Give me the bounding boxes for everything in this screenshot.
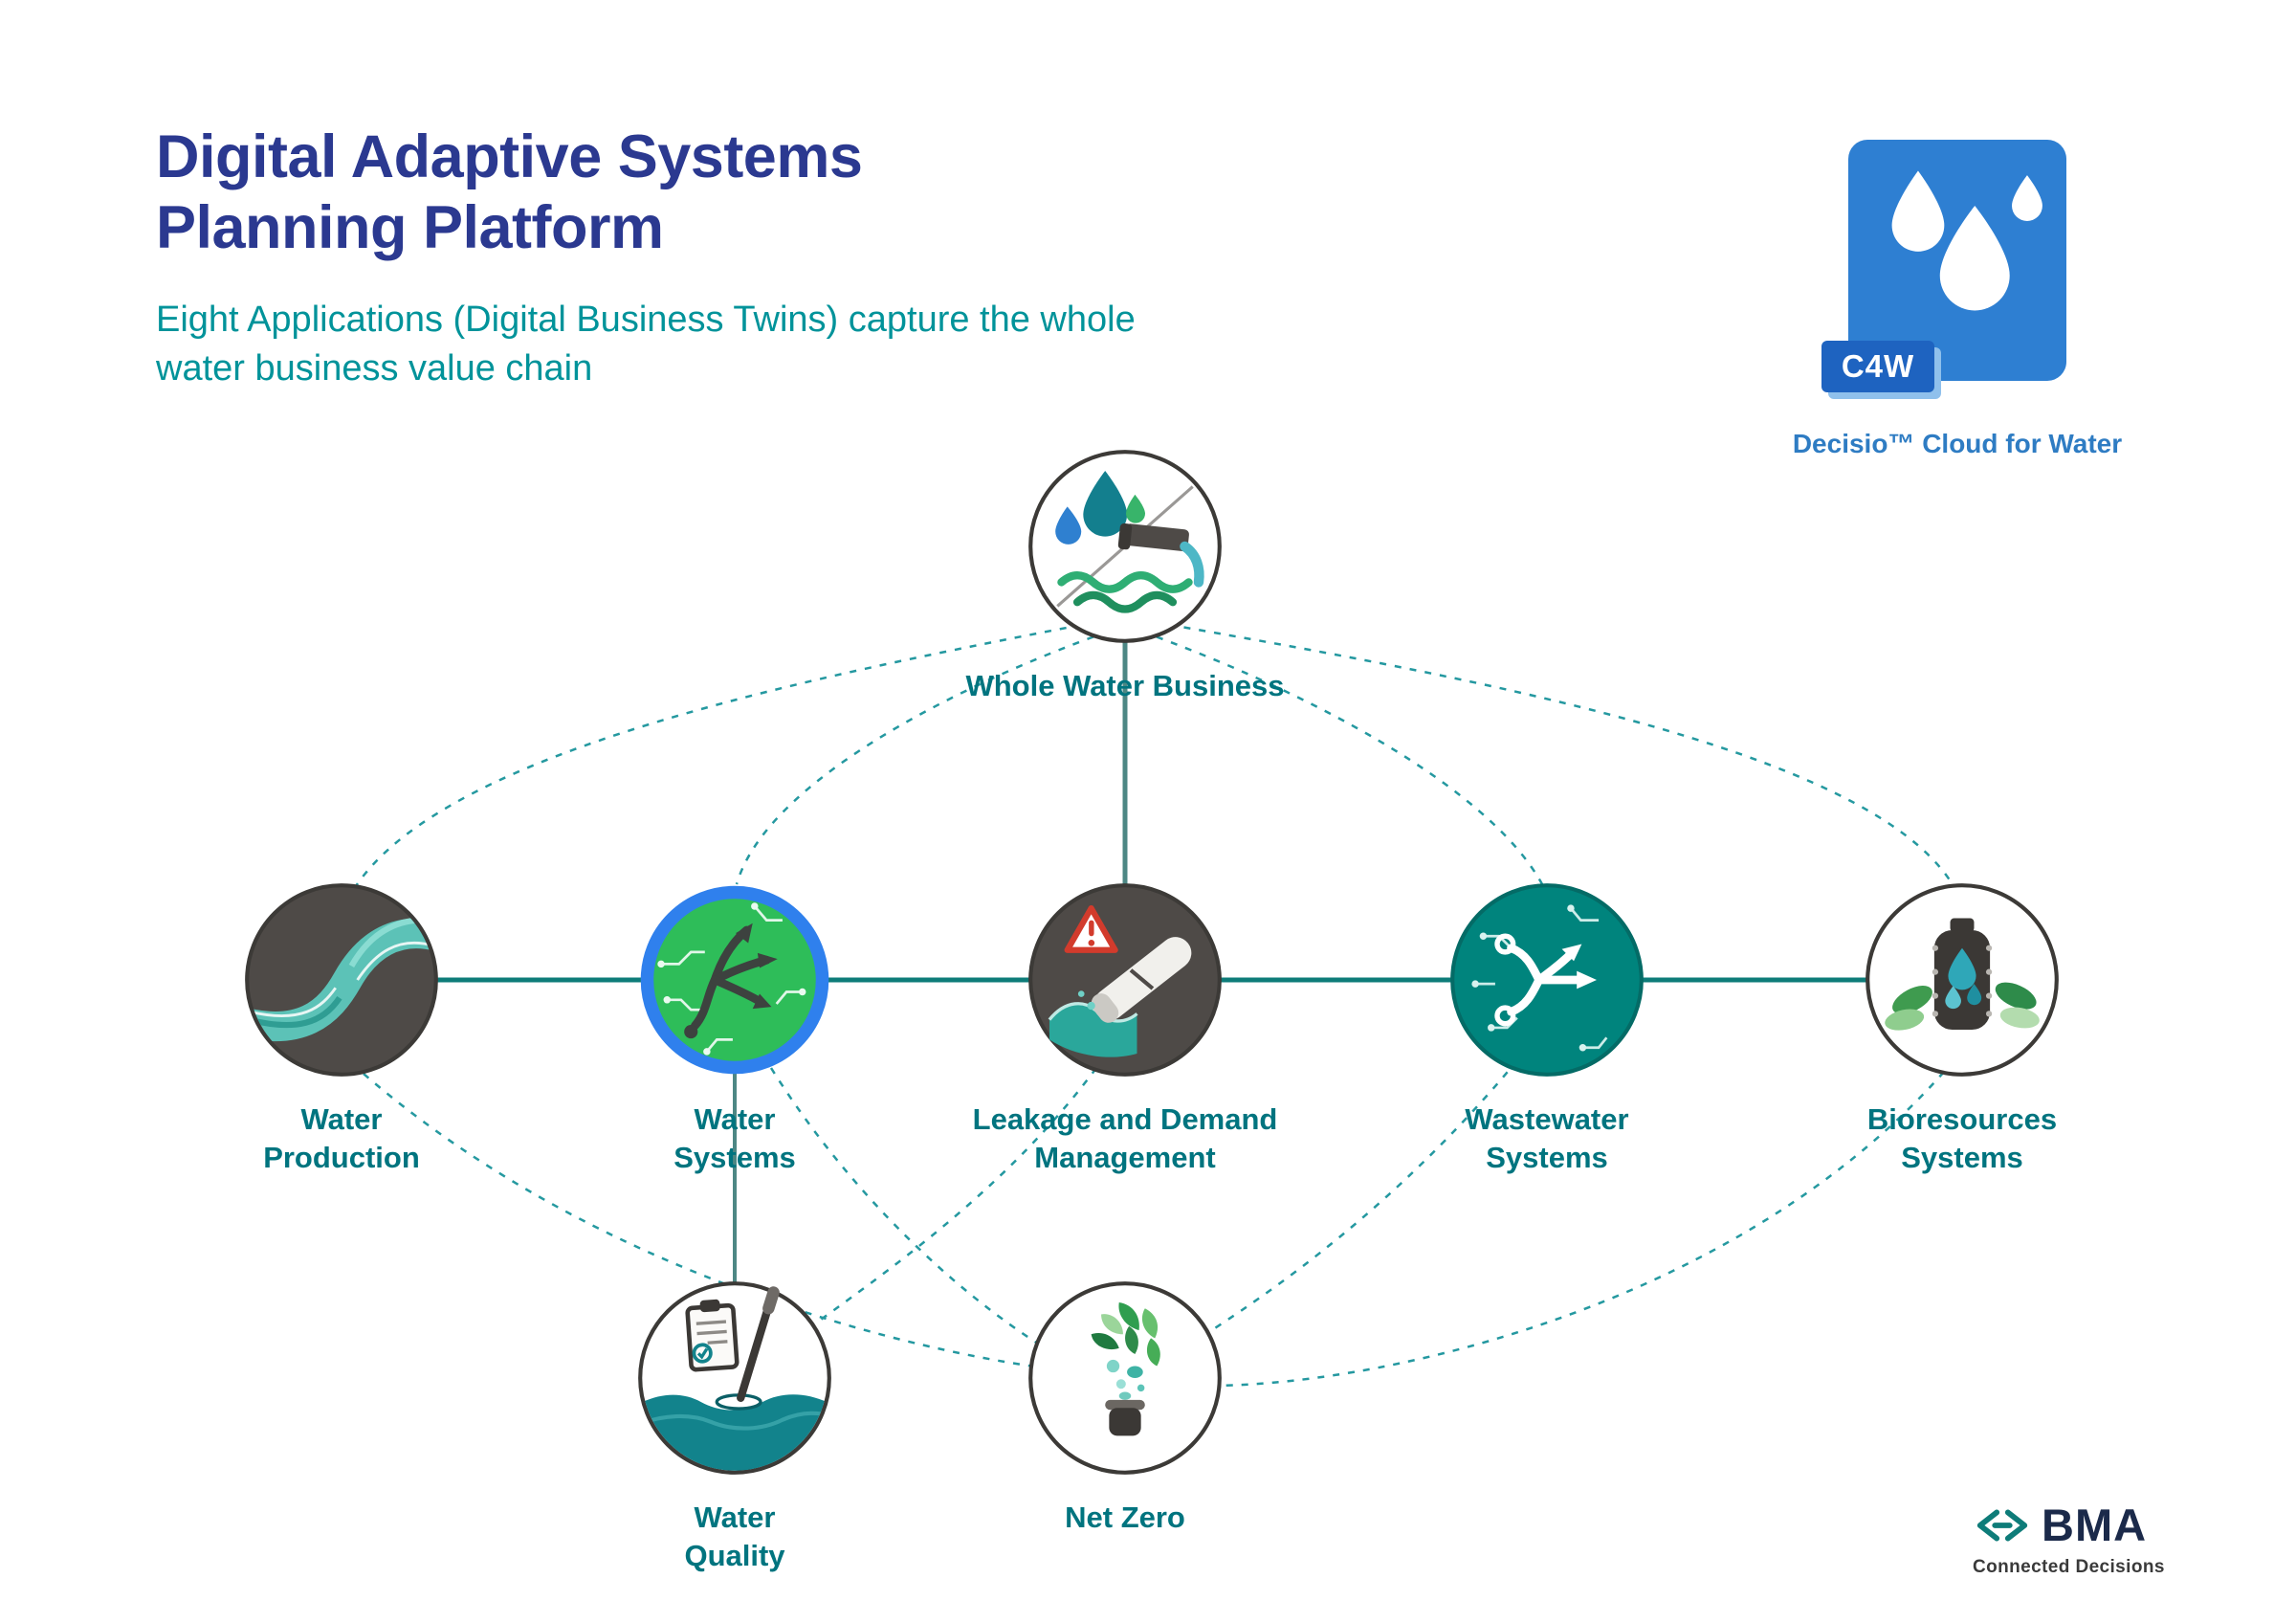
water-drops-icon <box>1891 170 2042 311</box>
node-label: Whole Water Business <box>965 669 1285 702</box>
node-label: Water Production <box>263 1102 420 1174</box>
leakage-demand-icon <box>1026 880 1225 1079</box>
node-label: Leakage and Demand Management <box>972 1102 1278 1174</box>
wastewater-systems-icon <box>1447 880 1646 1079</box>
net-zero-icon <box>1026 1278 1225 1478</box>
node-net-zero: Net Zero <box>953 1278 1297 1537</box>
node-label: Net Zero <box>1065 1501 1185 1534</box>
node-label: Wastewater Systems <box>1465 1102 1629 1174</box>
c4w-badge: C4W <box>1821 341 1934 392</box>
node-bioresources-systems: Bioresources Systems <box>1790 880 2134 1176</box>
node-whole-water-business: Whole Water Business <box>953 447 1297 705</box>
page-title: Digital Adaptive Systems Planning Platfo… <box>156 123 863 261</box>
c4w-logo: C4W <box>1821 140 2066 392</box>
water-systems-icon <box>635 880 834 1079</box>
node-label: Water Quality <box>684 1501 785 1572</box>
bma-icon <box>1976 1509 2028 1541</box>
water-production-icon <box>242 880 441 1079</box>
company-tagline: Connected Decisions <box>1973 1557 2165 1577</box>
node-leakage-and-demand-management: Leakage and Demand Management <box>953 880 1297 1176</box>
page-subtitle: Eight Applications (Digital Business Twi… <box>156 300 1136 389</box>
node-wastewater-systems: Wastewater Systems <box>1375 880 1719 1176</box>
node-water-quality: Water Quality <box>563 1278 907 1574</box>
water-quality-icon <box>635 1278 834 1478</box>
company-name: BMA <box>2042 1500 2148 1550</box>
header: Digital Adaptive Systems Planning Platfo… <box>156 122 1495 392</box>
node-label: Bioresources Systems <box>1866 1102 2058 1174</box>
bma-brand: BMA Connected Decisions <box>1973 1499 2260 1578</box>
whole-water-business-icon <box>1026 447 1225 646</box>
bioresources-systems-icon <box>1863 880 2062 1079</box>
node-label: Water Systems <box>673 1102 796 1174</box>
node-water-production: Water Production <box>169 880 514 1176</box>
product-name: Decisio™ Cloud for Water <box>1792 429 2123 458</box>
node-water-systems: Water Systems <box>563 880 907 1176</box>
